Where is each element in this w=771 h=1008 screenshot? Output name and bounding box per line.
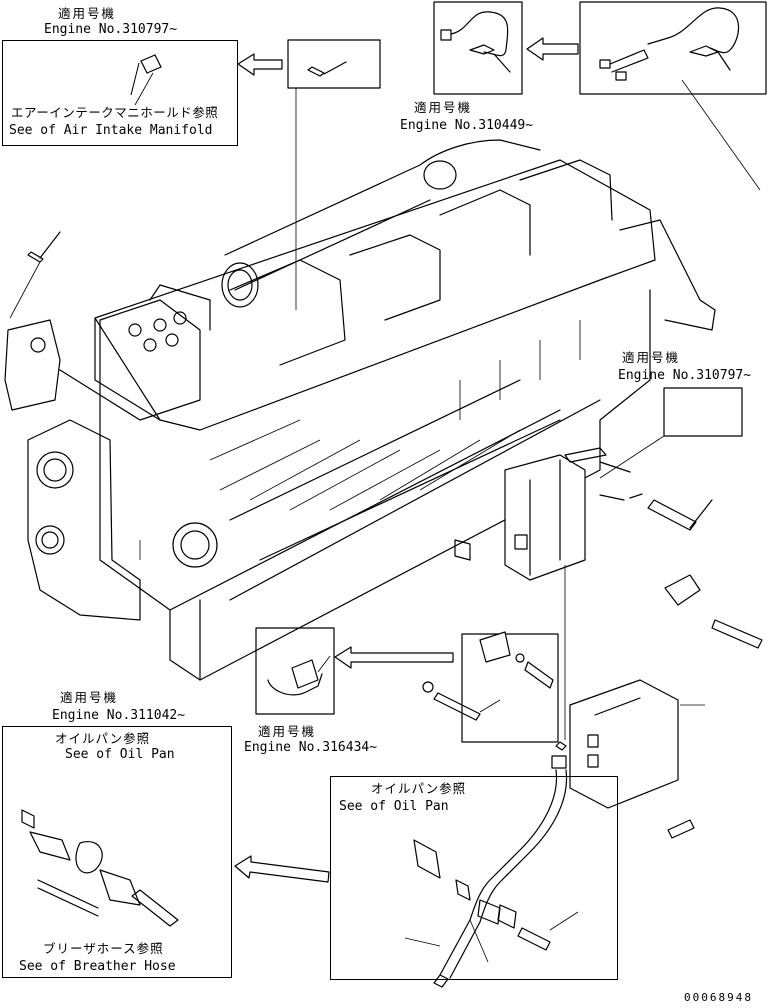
breather-detail-box: オイルパン参照 See of Oil Pan ブリーザホース参照 See of …	[2, 726, 232, 978]
bracket-detail-box	[255, 627, 335, 715]
temperature-sensor-wire-icon	[440, 11, 511, 73]
ecm-bolt	[667, 819, 695, 839]
engine-number-label: Engine No.316434~	[244, 740, 378, 755]
air-intake-ref-jp: エアーインテークマニホールド参照	[11, 105, 219, 120]
bracket-icon	[267, 655, 331, 696]
applicable-serial-label: 適用号機	[258, 724, 317, 739]
engine-number-label: Engine No.310449~	[400, 118, 534, 133]
sensor-icon	[307, 61, 347, 77]
right-sensor-box	[663, 387, 743, 437]
breather-ref-en: See of Breather Hose	[19, 959, 176, 974]
engine-number-label: Engine No.310797~	[44, 22, 178, 37]
applicable-serial-label: 適用号機	[622, 350, 681, 365]
sensor-icon	[130, 54, 162, 106]
arrow-to-air-intake-box	[237, 53, 283, 76]
air-intake-ref-en: See of Air Intake Manifold	[9, 123, 213, 138]
applicable-serial-label: 適用号機	[60, 690, 119, 705]
applicable-serial-label: 適用号機	[58, 6, 117, 21]
oil-pan-ref-en: See of Oil Pan	[65, 747, 175, 762]
breather-ref-jp: ブリーザホース参照	[43, 941, 164, 956]
oil-dipstick-assembly	[404, 755, 579, 988]
diagram-number: 00068948	[684, 991, 753, 1004]
oil-pan-ref-en: See of Oil Pan	[339, 799, 449, 814]
engine-block	[4, 139, 716, 681]
oil-pan-ref-jp: オイルパン参照	[371, 781, 467, 796]
oil-switch-box	[461, 633, 559, 743]
sensor-old-box	[433, 1, 523, 95]
arrow-to-breather-box	[234, 855, 330, 883]
temperature-sensor-harness-icon	[599, 7, 761, 191]
air-intake-detail-box: エアーインテークマニホールド参照 See of Air Intake Manif…	[2, 40, 238, 146]
breather-bracket-icon	[21, 809, 179, 927]
sensor-detail-box	[287, 39, 381, 89]
ecm-mount-bracket	[454, 447, 763, 740]
arrow-to-bracket-detail	[334, 646, 454, 669]
arrow-to-sensor-box	[526, 37, 579, 61]
sensor-new-box	[579, 1, 767, 95]
leader-line	[599, 435, 665, 479]
mounting-bolts	[422, 681, 567, 751]
oil-pan-detail-box: オイルパン参照 See of Oil Pan	[330, 776, 618, 980]
applicable-serial-label: 適用号機	[414, 100, 473, 115]
engine-number-label: Engine No.310797~	[618, 368, 752, 383]
oil-pressure-switch	[479, 631, 554, 689]
oil-pan-ref-jp: オイルパン参照	[55, 731, 151, 746]
engine-number-label: Engine No.311042~	[52, 708, 186, 723]
